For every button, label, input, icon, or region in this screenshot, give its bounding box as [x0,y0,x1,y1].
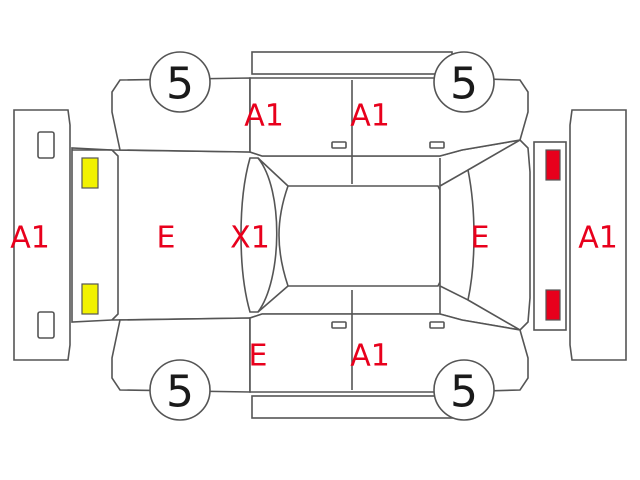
top-rear-door-handle [331,141,347,149]
top-front-door-label: A1 [350,99,390,134]
wheel-top-right [433,51,495,113]
bottom-rear-door-handle [331,321,347,329]
rear-light-bottom [81,283,99,315]
wheel-top-right-grade: 5 [450,59,478,110]
top-front-door-handle [429,141,445,149]
wheel-bottom-left-grade: 5 [166,367,194,418]
wheel-bottom-left [149,359,211,421]
wheel-top-left-grade: 5 [166,59,194,110]
rear-bumper-outline [13,109,71,361]
rear-bumper-label: A1 [10,221,50,256]
bottom-rear-door-label: E [249,339,268,374]
front-bumper-label: A1 [578,221,618,256]
bottom-front-door-label: A1 [350,339,390,374]
wheel-top-left [149,51,211,113]
front-light-bottom [545,289,561,321]
roof-pillar-lines [257,157,441,314]
rear-panel-label: E [157,221,176,256]
top-roof-rail [251,51,453,75]
roof-panel [278,185,441,287]
bottom-front-door-handle [429,321,445,329]
windshield [439,168,475,302]
rear-bumper-notch-bottom [37,311,55,339]
rear-light-top [81,157,99,189]
front-hood-line [467,139,521,331]
bottom-roof-rail [251,395,453,419]
wheel-bottom-right-grade: 5 [450,367,478,418]
roof-front-label: X1 [230,221,270,256]
wheel-bottom-right [433,359,495,421]
top-rear-door-label: A1 [244,99,284,134]
bonnet-label: E [471,221,490,256]
front-bumper-outline [569,109,627,361]
rear-bumper-notch-top [37,131,55,159]
rear-section-line [72,149,119,321]
front-light-top [545,149,561,181]
